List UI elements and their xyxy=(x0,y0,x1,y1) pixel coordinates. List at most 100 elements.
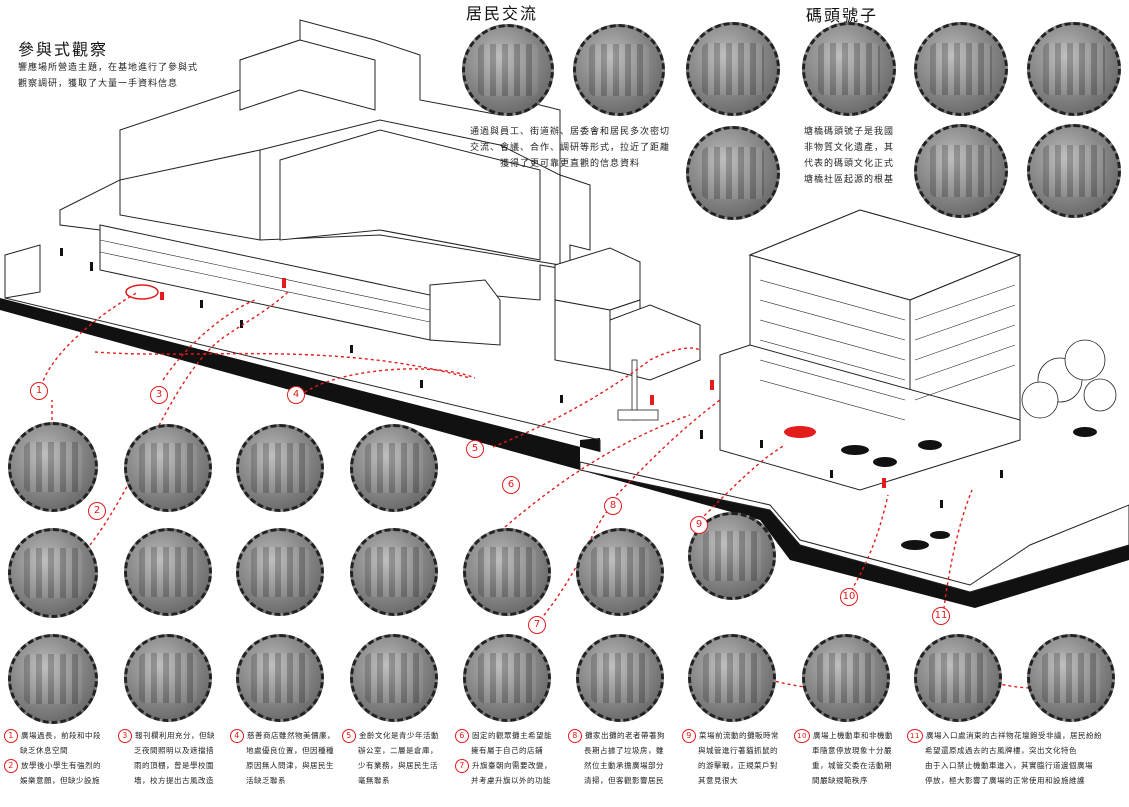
resident-photo xyxy=(686,126,780,220)
resident-photo xyxy=(686,22,780,116)
note-line: 擁有屬于自己的店鋪 xyxy=(471,746,543,755)
note-line: 間嚴缺規範秩序 xyxy=(812,776,868,785)
dock-line: 代表的碼頭文化正式 xyxy=(804,159,895,169)
intro-line: 響應場所營造主題，在基地進行了參與式 xyxy=(18,63,199,73)
observation-photo xyxy=(576,528,664,616)
note-line: 雨的頂棚，曾是學校圍 xyxy=(134,761,214,770)
note-line: 廣場入口處消東的古祥物花壇飽受非議，居民紛紛 xyxy=(926,731,1102,740)
observation-photo xyxy=(1027,634,1115,722)
observation-photo xyxy=(8,634,98,724)
observation-photo xyxy=(463,528,551,616)
observation-photo xyxy=(688,634,776,722)
note-line: 與城管進行著貓抓鼠的 xyxy=(698,746,778,755)
dock-title: 碼頭號子 xyxy=(806,6,879,25)
resident-text: 通過與員工、街道辦、居委會和居民多次密切 交流、會議、合作、調研等形式，拉近了距… xyxy=(470,124,670,172)
note-number: 6 xyxy=(455,729,469,743)
note-line: 車隨意停放現象十分嚴 xyxy=(812,746,892,755)
observation-photo xyxy=(8,528,98,618)
observation-photo xyxy=(124,424,212,512)
dock-line: 塘橋社區起源的根基 xyxy=(804,175,895,185)
note-line: 長期占據了垃圾房，雖 xyxy=(584,746,664,755)
dock-line: 非物質文化遺產，其 xyxy=(804,143,895,153)
observation-photo xyxy=(350,528,438,616)
note-line: 毫無聯系 xyxy=(358,776,390,785)
note-number: 8 xyxy=(568,729,582,743)
observation-photo xyxy=(802,634,890,722)
note-line: 固定的觀眾攤主希望能 xyxy=(472,731,552,740)
note-number: 2 xyxy=(4,759,18,773)
note-number: 11 xyxy=(907,729,923,743)
note-line: 廣場上機動車和非機動 xyxy=(813,731,893,740)
note-line: 希望還原成過去的古風牌樓，突出文化特色 xyxy=(925,746,1077,755)
resident-photo xyxy=(462,24,554,116)
observation-photo xyxy=(350,634,438,722)
dock-photo xyxy=(914,124,1008,218)
observation-photo xyxy=(350,424,438,512)
note-line: 重，城管交委在活動期 xyxy=(812,761,892,770)
section-title: 參與式觀察 xyxy=(18,40,109,59)
note-line: 原因無人問津，與居民生 xyxy=(246,761,334,770)
intro-line: 觀察調研，獲取了大量一手資料信息 xyxy=(18,79,179,89)
note-line: 然位主動承擔廣場部分 xyxy=(584,761,664,770)
note-line: 放學後小學生有強烈的 xyxy=(21,761,101,770)
note-line: 攤家出攤的老者帶著狗 xyxy=(585,731,665,740)
note-number: 9 xyxy=(682,729,696,743)
note-line: 地處優良位置，但因種種 xyxy=(246,746,334,755)
note-number: 1 xyxy=(4,729,18,743)
note-line: 停放，極大影響了廣場的正常使用和設施維護 xyxy=(925,776,1085,785)
note-number: 4 xyxy=(230,729,244,743)
dock-photo xyxy=(802,22,896,116)
site-marker-9: 9 xyxy=(690,516,708,534)
resident-photo xyxy=(573,24,665,116)
note-line: 由于入口禁止機動車進入，其實臨行道邊個廣場 xyxy=(925,761,1093,770)
site-marker-6: 6 xyxy=(502,476,520,494)
site-marker-11: 11 xyxy=(932,607,950,625)
observation-photo xyxy=(463,634,551,722)
note-line: 辦公室，二層是倉庫， xyxy=(358,746,438,755)
note-line: 乏夜間照明以及遮擋措 xyxy=(134,746,214,755)
site-marker-5: 5 xyxy=(466,440,484,458)
note-line: 報刊欄利用充分，但缺 xyxy=(135,731,215,740)
dock-line: 塘橋碼頭號子是我國 xyxy=(804,127,895,137)
site-marker-2: 2 xyxy=(88,502,106,520)
note-line: 娛樂意願，但缺少設施 xyxy=(20,776,100,785)
note-line: 其意見很大 xyxy=(698,776,738,785)
site-marker-10: 10 xyxy=(840,588,858,606)
observation-photo xyxy=(236,424,324,512)
observation-photo xyxy=(124,528,212,616)
note-line: 并考慮升旗以外的功能 xyxy=(471,776,551,785)
note-line: 慈善商店雖然物美價廉， xyxy=(247,731,335,740)
observation-photo xyxy=(124,634,212,722)
note-number: 5 xyxy=(342,729,356,743)
resident-line: 通過與員工、街道辦、居委會和居民多次密切 xyxy=(470,127,671,137)
note-line: 升旗臺朝向需要改變， xyxy=(472,761,552,770)
note-line: 的游擊戰，正規菜戶對 xyxy=(698,761,778,770)
site-marker-8: 8 xyxy=(604,497,622,515)
observation-photo xyxy=(8,422,98,512)
observation-photo xyxy=(576,634,664,722)
note-line: 菜場前流動的攤販時常 xyxy=(699,731,779,740)
note-number: 7 xyxy=(455,759,469,773)
site-marker-3: 3 xyxy=(150,386,168,404)
dock-text: 塘橋碼頭號子是我國 非物質文化遺產，其 代表的碼頭文化正式 塘橋社區起源的根基 xyxy=(804,124,894,188)
resident-line: 交流、會議、合作、調研等形式，拉近了距離 xyxy=(470,143,671,153)
resident-line: 獲得了更可靠更直觀的信息資料 xyxy=(500,159,641,169)
observation-photo xyxy=(914,634,1002,722)
note-line: 廣場過長，前段和中段 xyxy=(21,731,101,740)
note-number: 3 xyxy=(118,729,132,743)
site-marker-7: 7 xyxy=(528,616,546,634)
note-line: 少有業務，與居民生活 xyxy=(358,761,438,770)
site-marker-1: 1 xyxy=(30,382,48,400)
observation-photo xyxy=(236,634,324,722)
site-marker-4: 4 xyxy=(287,386,305,404)
